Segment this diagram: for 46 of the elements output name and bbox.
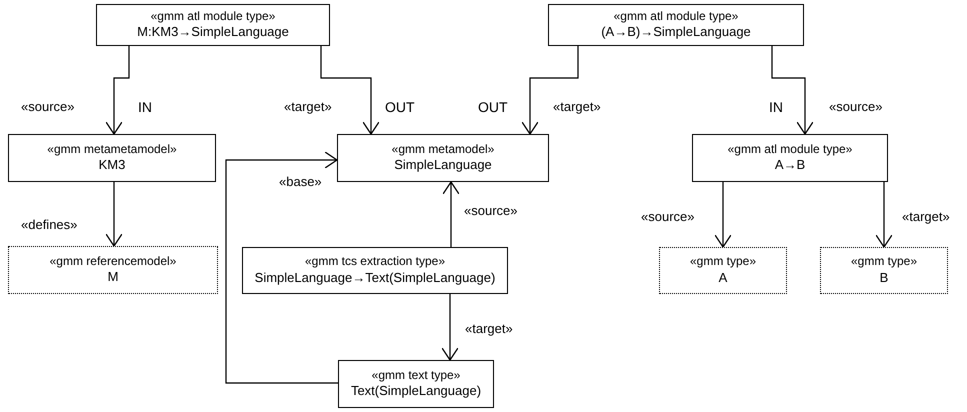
stereotype-label: «gmm type»: [690, 254, 756, 270]
stereotype-label: «gmm metametamodel»: [47, 142, 177, 158]
class-box: [692, 134, 888, 182]
stereotype-label: «gmm tcs extraction type»: [304, 254, 446, 270]
arrow: [105, 46, 130, 135]
stereotype-label: «gmm metamodel»: [392, 142, 494, 158]
class-box: [337, 134, 549, 182]
class-box: [338, 360, 494, 408]
stereotype-label: «gmm atl module type»: [614, 8, 738, 24]
arrow: [442, 181, 460, 247]
class-name: SimpleLanguage: [394, 157, 492, 174]
class-box: [548, 4, 804, 46]
stereotype-label: «gmm atl module type»: [150, 8, 276, 24]
arrow: [875, 182, 893, 248]
arrow: [714, 182, 732, 248]
class-name: (A→B)→SimpleLanguage: [601, 24, 751, 42]
arrow: [441, 294, 459, 361]
port-label: OUT: [385, 99, 415, 115]
arrow: [521, 46, 579, 135]
class-name: Text(SimpleLanguage): [350, 383, 482, 400]
port-label: IN: [769, 99, 783, 115]
class-box: [242, 247, 508, 294]
stereotype-label: «gmm atl module type»: [728, 142, 852, 158]
class-name: A: [718, 270, 728, 287]
arrow: [771, 46, 814, 135]
stereotype-label: «gmm type»: [850, 254, 918, 270]
class-name: M:KM3→SimpleLanguage: [137, 24, 289, 42]
stereotype-label: «gmm referencemodel»: [50, 254, 176, 270]
class-name: A→B: [774, 157, 806, 174]
class-name: KM3: [98, 157, 126, 174]
class-name: SimpleLanguage→Text(SimpleLanguage): [254, 270, 496, 287]
edge-label: «base»: [278, 174, 323, 189]
dotted-box: [8, 246, 218, 294]
port-label: OUT: [478, 99, 508, 115]
class-name: M: [108, 269, 118, 286]
port-label: IN: [138, 99, 152, 115]
arrow: [320, 46, 380, 135]
stereotype-label: «gmm text type»: [372, 368, 460, 384]
class-box: [8, 134, 216, 182]
class-name: B: [880, 270, 888, 287]
dotted-box: [659, 247, 787, 294]
edge-label: «defines»: [20, 217, 78, 232]
dotted-box: [820, 247, 948, 294]
class-box: [96, 4, 330, 46]
arrow: [225, 151, 338, 384]
arrow: [105, 182, 123, 247]
